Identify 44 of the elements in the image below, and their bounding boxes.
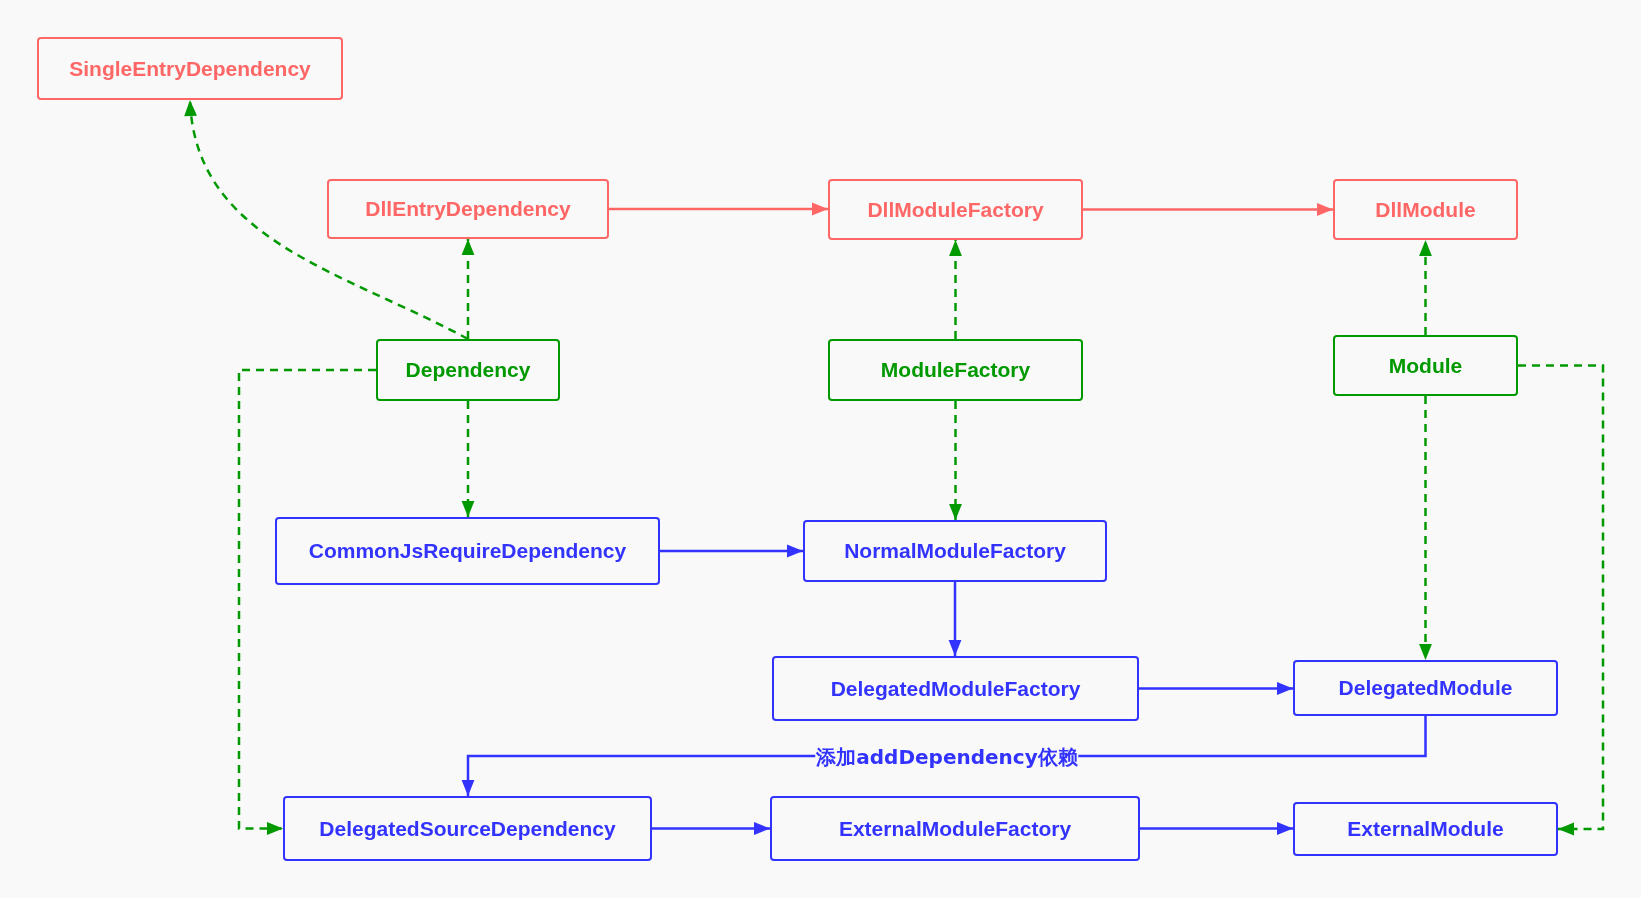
class-box [803, 520, 1107, 582]
class-name: DllModule [1375, 197, 1476, 222]
class-box [770, 796, 1140, 861]
class-name: DelegatedModuleFactory [830, 676, 1081, 701]
arrow [237, 368, 376, 835]
class-box [376, 339, 560, 401]
arrow [949, 401, 962, 520]
arrow [1518, 364, 1605, 836]
class-box [1333, 179, 1518, 240]
class-box [1293, 802, 1558, 856]
class-name: ExternalModule [1347, 817, 1504, 841]
arrow [461, 401, 475, 517]
class-name: NormalModuleFactory [844, 539, 1066, 563]
class-name: DllEntryDependency [365, 197, 571, 221]
arrow [1419, 396, 1432, 660]
class-name: ExternalModuleFactory [838, 816, 1072, 841]
class-name: ModuleFactory [880, 358, 1031, 382]
arrow [652, 822, 770, 835]
class-name: CommonJsRequireDependency [308, 539, 627, 563]
class-name: DelegatedModule [1338, 676, 1513, 700]
class-box [275, 517, 660, 585]
class-box [37, 37, 343, 100]
arrow [609, 202, 828, 216]
class-name: Module [1388, 353, 1463, 378]
arrow [1419, 240, 1432, 335]
arrow [1139, 682, 1293, 695]
class-box [327, 179, 609, 239]
class-box [1293, 660, 1558, 716]
class-box [828, 339, 1083, 401]
class-box [283, 796, 652, 861]
arrow [949, 240, 962, 339]
class-name: DllModuleFactory [867, 197, 1044, 222]
class-name: Dependency [405, 358, 531, 382]
class-name: DelegatedSourceDependency [319, 816, 616, 841]
class-box [828, 179, 1083, 240]
arrow [948, 582, 962, 656]
class-name: SingleEntryDependency [69, 56, 311, 81]
class-box [1333, 335, 1518, 396]
arrow [185, 99, 469, 341]
class-box [772, 656, 1139, 721]
arrow [1140, 822, 1293, 835]
arrow [660, 544, 803, 558]
arrow [1083, 203, 1333, 216]
arrow [461, 239, 475, 339]
